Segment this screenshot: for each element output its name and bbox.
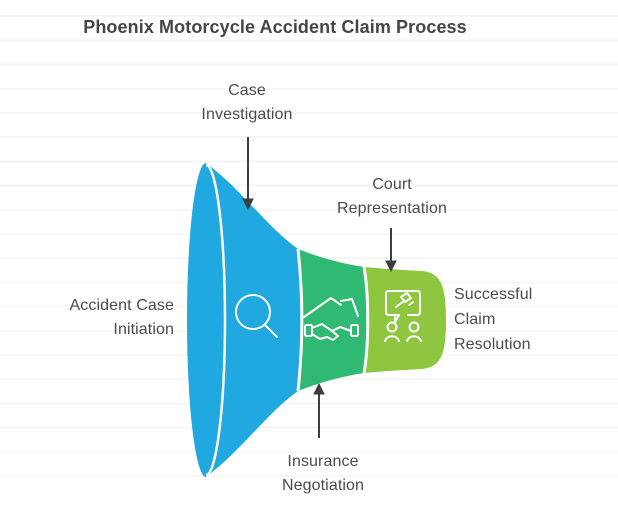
page-title: Phoenix Motorcycle Accident Claim Proces… [83,17,467,37]
funnel-segment-investigation [187,163,302,477]
funnel-mouth-highlight [205,163,227,477]
court-representation-down-arrow [385,228,397,273]
funnel-segment-court [364,267,446,373]
case-investigation-down-arrow [242,137,254,211]
step-label-successful-claim-resolution: Successful Claim Resolution [454,286,533,353]
house-handshake-icon [303,297,359,341]
step-label-court-representation: Court Representation [337,176,447,217]
funnel-segment-negotiation [298,249,368,391]
insurance-negotiation-up-arrow [313,382,325,438]
people-gavel-chat-icon [384,290,422,342]
step-label-accident-case-initiation: Accident Case Initiation [69,297,174,338]
step-label-case-investigation: Case Investigation [201,82,293,123]
step-label-insurance-negotiation: Insurance Negotiation [281,453,365,494]
magnifier-icon [235,294,278,338]
separator-blue-green [296,248,304,392]
separator-green-lime [362,266,370,374]
